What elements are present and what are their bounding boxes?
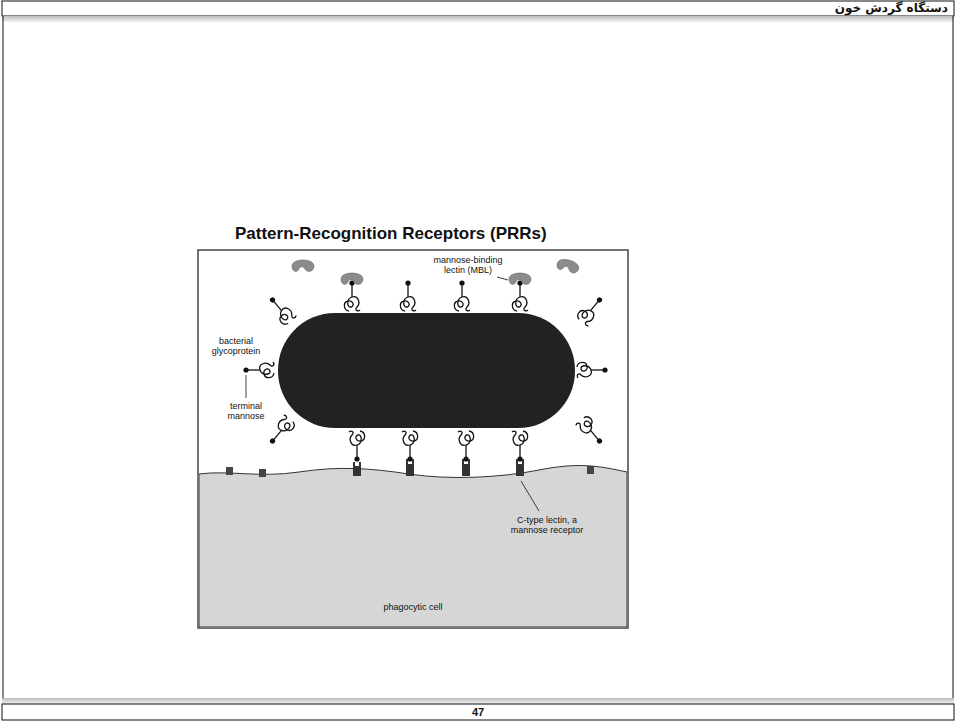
mannose-receptor	[226, 467, 233, 475]
frame-line	[3, 16, 4, 704]
glycoproteins	[243, 280, 607, 461]
mannose-receptor	[259, 469, 266, 477]
header-bar	[2, 1, 954, 16]
mbl-molecule	[509, 273, 531, 284]
leader-line	[497, 277, 508, 280]
cell-outline	[199, 452, 627, 627]
mannose-receptor	[516, 459, 524, 476]
mannose-receptor	[462, 459, 470, 476]
cell-label: phagocytic cell	[199, 602, 627, 612]
figure-box	[198, 250, 628, 628]
cell-membrane	[199, 466, 627, 627]
leader-line	[521, 481, 539, 511]
mannose-receptor	[587, 466, 594, 474]
mannose-receptor	[353, 462, 361, 476]
bacterium	[278, 313, 575, 428]
part-label: C-type lectin, a mannose receptor	[504, 515, 590, 535]
part-label: mannose-binding lectin (MBL)	[430, 255, 506, 275]
footer-band	[2, 698, 954, 704]
page-number: 47	[438, 705, 518, 719]
mbl-molecule	[341, 273, 363, 284]
mbl-molecule	[292, 260, 314, 271]
leader-line	[246, 375, 247, 398]
frame-line	[953, 16, 954, 704]
mannose-receptor	[406, 459, 414, 476]
part-label: terminal mannose	[221, 401, 271, 421]
cell-region: phagocytic cell	[199, 452, 627, 627]
header-band	[2, 16, 954, 22]
running-header: دستگاه گردش خون	[835, 1, 948, 15]
part-label: bacterial glycoprotein	[206, 336, 266, 356]
mbl-molecule	[556, 257, 580, 274]
footer-bar	[2, 704, 954, 720]
figure-title: Pattern-Recognition Receptors (PRRs)	[235, 224, 547, 244]
